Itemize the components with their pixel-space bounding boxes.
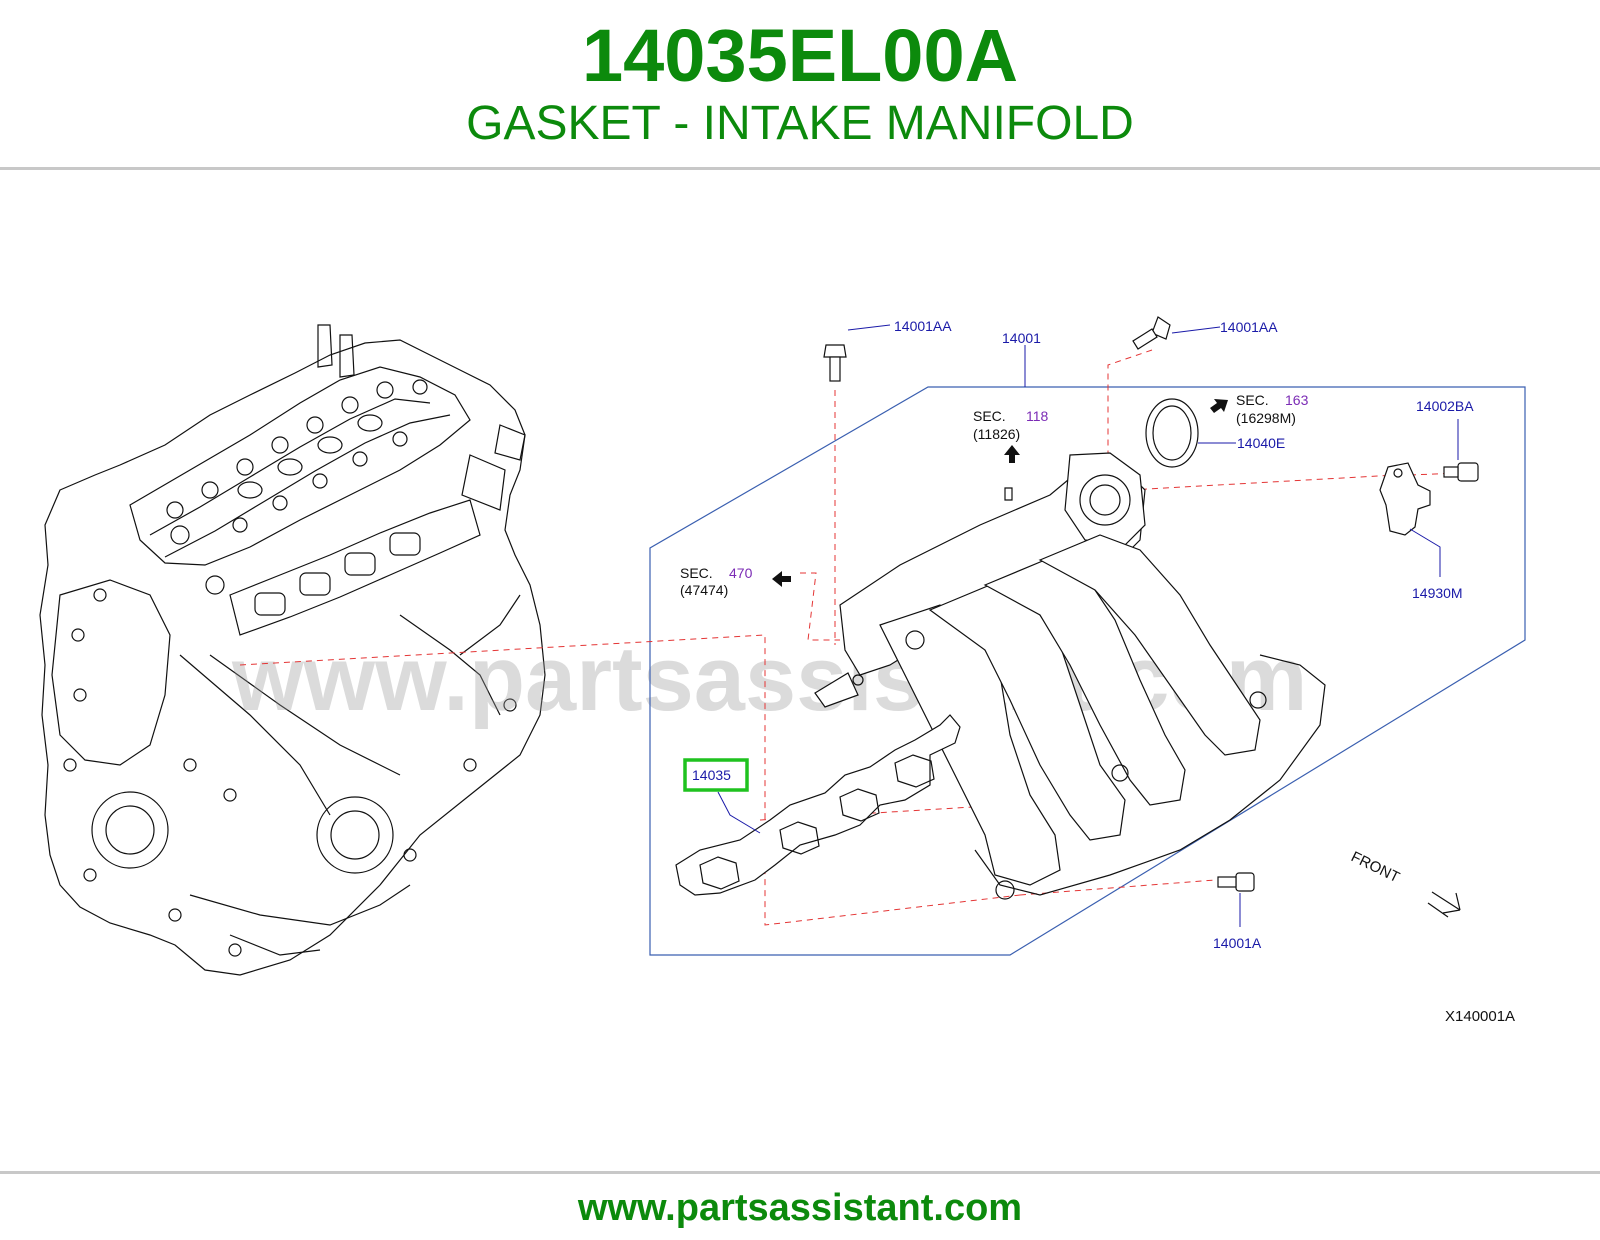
oring-14040E — [1145, 398, 1199, 468]
bolt-14002BA — [1443, 462, 1479, 482]
sec-470-num: 470 — [729, 565, 753, 581]
callout-14001AA-left[interactable]: 14001AA — [894, 318, 952, 334]
arrow-icon-sec470 — [772, 571, 791, 587]
callout-leaders — [717, 324, 1459, 927]
bolt-14001A — [1217, 872, 1255, 892]
callout-14930M[interactable]: 14930M — [1412, 585, 1463, 601]
sec-163-num: 163 — [1285, 392, 1309, 408]
arrow-icon-sec163 — [1210, 399, 1228, 413]
part-name-subtitle: GASKET - INTAKE MANIFOLD — [466, 97, 1134, 150]
callout-14040E[interactable]: 14040E — [1237, 435, 1285, 451]
intake-gasket-drawing — [675, 714, 961, 896]
sec-470-code: (47474) — [680, 582, 728, 598]
exploded-parts-diagram: www.partsassistant.com — [39, 316, 1526, 1025]
section-ref-163[interactable]: SEC. 163 (16298M) — [1236, 392, 1309, 426]
arrow-icon-sec118 — [1004, 445, 1020, 463]
sec-163-code: (16298M) — [1236, 410, 1296, 426]
footer-website-link[interactable]: www.partsassistant.com — [577, 1187, 1023, 1229]
part-number-title: 14035EL00A — [581, 14, 1019, 97]
sec-118-code: (11826) — [973, 426, 1020, 442]
intake-manifold-drawing — [814, 452, 1326, 900]
front-label: FRONT — [1348, 848, 1402, 886]
sec-118-label: SEC. — [973, 408, 1006, 424]
header-divider — [0, 167, 1600, 170]
callout-14035[interactable]: 14035 — [692, 767, 731, 783]
front-arrow-icon — [1427, 891, 1461, 918]
section-ref-118[interactable]: SEC. 118 (11826) — [973, 408, 1049, 442]
sec-118-num: 118 — [1026, 408, 1049, 424]
section-ref-470[interactable]: SEC. 470 (47474) — [680, 565, 753, 598]
drawing-id: X140001A — [1445, 1008, 1515, 1025]
assembly-frame — [649, 386, 1526, 956]
footer-divider — [0, 1171, 1600, 1174]
callout-14002BA[interactable]: 14002BA — [1416, 398, 1474, 414]
callout-14001A[interactable]: 14001A — [1213, 935, 1262, 951]
sec-163-label: SEC. — [1236, 392, 1269, 408]
sec-470-label: SEC. — [680, 565, 713, 581]
engine-block-drawing — [39, 324, 546, 976]
bolt-14001AA-left — [823, 344, 847, 382]
highlight-box-14035 — [683, 758, 749, 792]
callout-14001[interactable]: 14001 — [1002, 330, 1041, 346]
callout-14001AA-right[interactable]: 14001AA — [1220, 319, 1278, 335]
sensor-14930M — [1379, 462, 1431, 536]
bolt-14001AA-right — [1132, 316, 1171, 350]
